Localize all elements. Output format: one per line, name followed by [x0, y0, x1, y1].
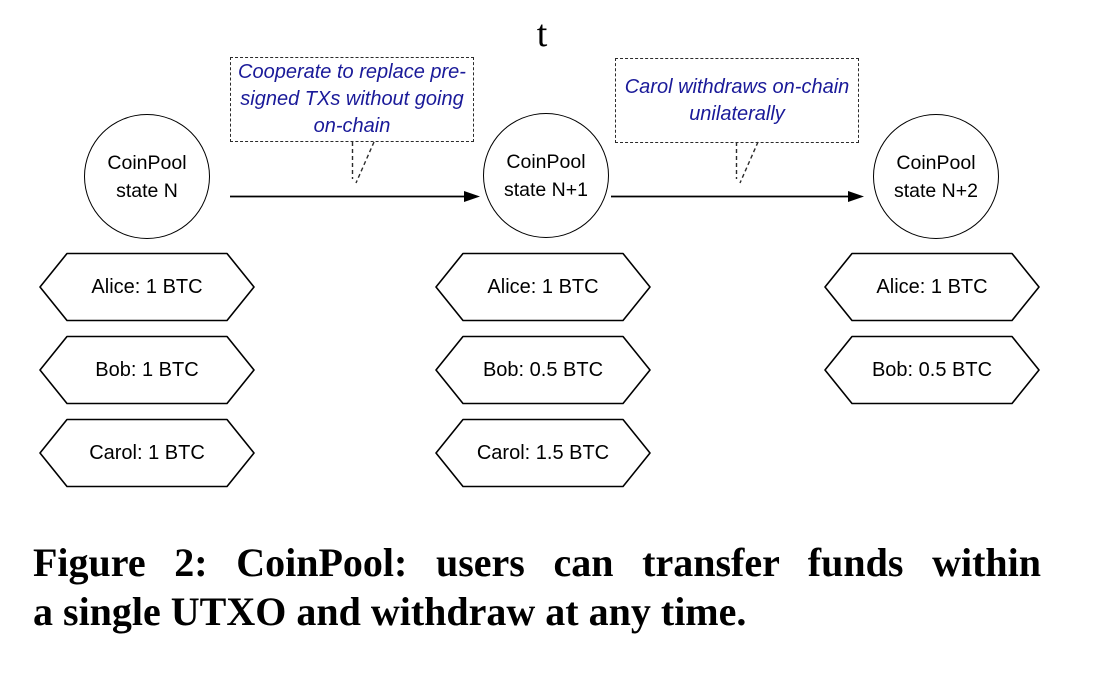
- hexagon-shape: [39, 418, 255, 488]
- hexagon-shape: [435, 252, 651, 322]
- state-node-n2: CoinPool state N+2: [873, 114, 999, 239]
- balance-hexagon-carol: Carol: 1 BTC: [39, 418, 255, 488]
- state-node-label: CoinPool state N+1: [503, 150, 588, 201]
- balance-label: Bob: 0.5 BTC: [871, 358, 993, 381]
- speech-bubble-tail-icon: [351, 141, 375, 184]
- annotation-bubble-withdraw: Carol withdraws on-chain unilaterally: [615, 58, 859, 143]
- balance-hexagon-alice: Alice: 1 BTC: [39, 252, 255, 322]
- hexagon-shape: [435, 418, 651, 488]
- caption-line-1: Figure 2: CoinPool: users can transfer f…: [33, 540, 1041, 585]
- balance-hexagon-alice: Alice: 1 BTC: [824, 252, 1040, 322]
- balance-label: Bob: 1 BTC: [95, 358, 199, 381]
- hexagon-shape: [824, 252, 1040, 322]
- annotation-text: Cooperate to replace pre-signed TXs with…: [238, 61, 466, 137]
- balance-hexagon-alice: Alice: 1 BTC: [435, 252, 651, 322]
- balance-hexagon-bob: Bob: 0.5 BTC: [435, 335, 651, 405]
- arrowhead-icon: [848, 191, 864, 202]
- state-node-n: CoinPool state N: [84, 114, 210, 239]
- transition-arrow-2: [611, 191, 864, 202]
- hexagon-shape: [39, 252, 255, 322]
- state-node-n1: CoinPool state N+1: [483, 113, 609, 238]
- annotation-text: Carol withdraws on-chain unilaterally: [624, 75, 850, 125]
- balance-label: Carol: 1 BTC: [89, 441, 205, 464]
- hexagon-shape: [824, 335, 1040, 405]
- transition-arrow-1: [230, 191, 480, 202]
- caption-line-2: a single UTXO and withdraw at any time.: [33, 589, 747, 634]
- balance-hexagon-bob: Bob: 0.5 BTC: [824, 335, 1040, 405]
- balance-hexagon-carol: Carol: 1.5 BTC: [435, 418, 651, 488]
- hexagon-shape: [39, 335, 255, 405]
- speech-bubble-tail-icon: [735, 141, 759, 184]
- annotation-bubble-cooperate: Cooperate to replace pre-signed TXs with…: [230, 57, 474, 142]
- figure-caption: Figure 2: CoinPool: users can transfer f…: [33, 538, 1041, 636]
- state-node-label: CoinPool state N+2: [893, 151, 978, 202]
- balance-hexagon-bob: Bob: 1 BTC: [39, 335, 255, 405]
- time-axis-label: t: [536, 13, 548, 55]
- balance-label: Alice: 1 BTC: [487, 275, 599, 298]
- state-node-label: CoinPool state N: [107, 151, 187, 202]
- balance-label: Bob: 0.5 BTC: [482, 358, 604, 381]
- arrowhead-icon: [464, 191, 480, 202]
- balance-label: Alice: 1 BTC: [91, 275, 203, 298]
- hexagon-shape: [435, 335, 651, 405]
- balance-label: Alice: 1 BTC: [876, 275, 988, 298]
- balance-label: Carol: 1.5 BTC: [476, 441, 610, 464]
